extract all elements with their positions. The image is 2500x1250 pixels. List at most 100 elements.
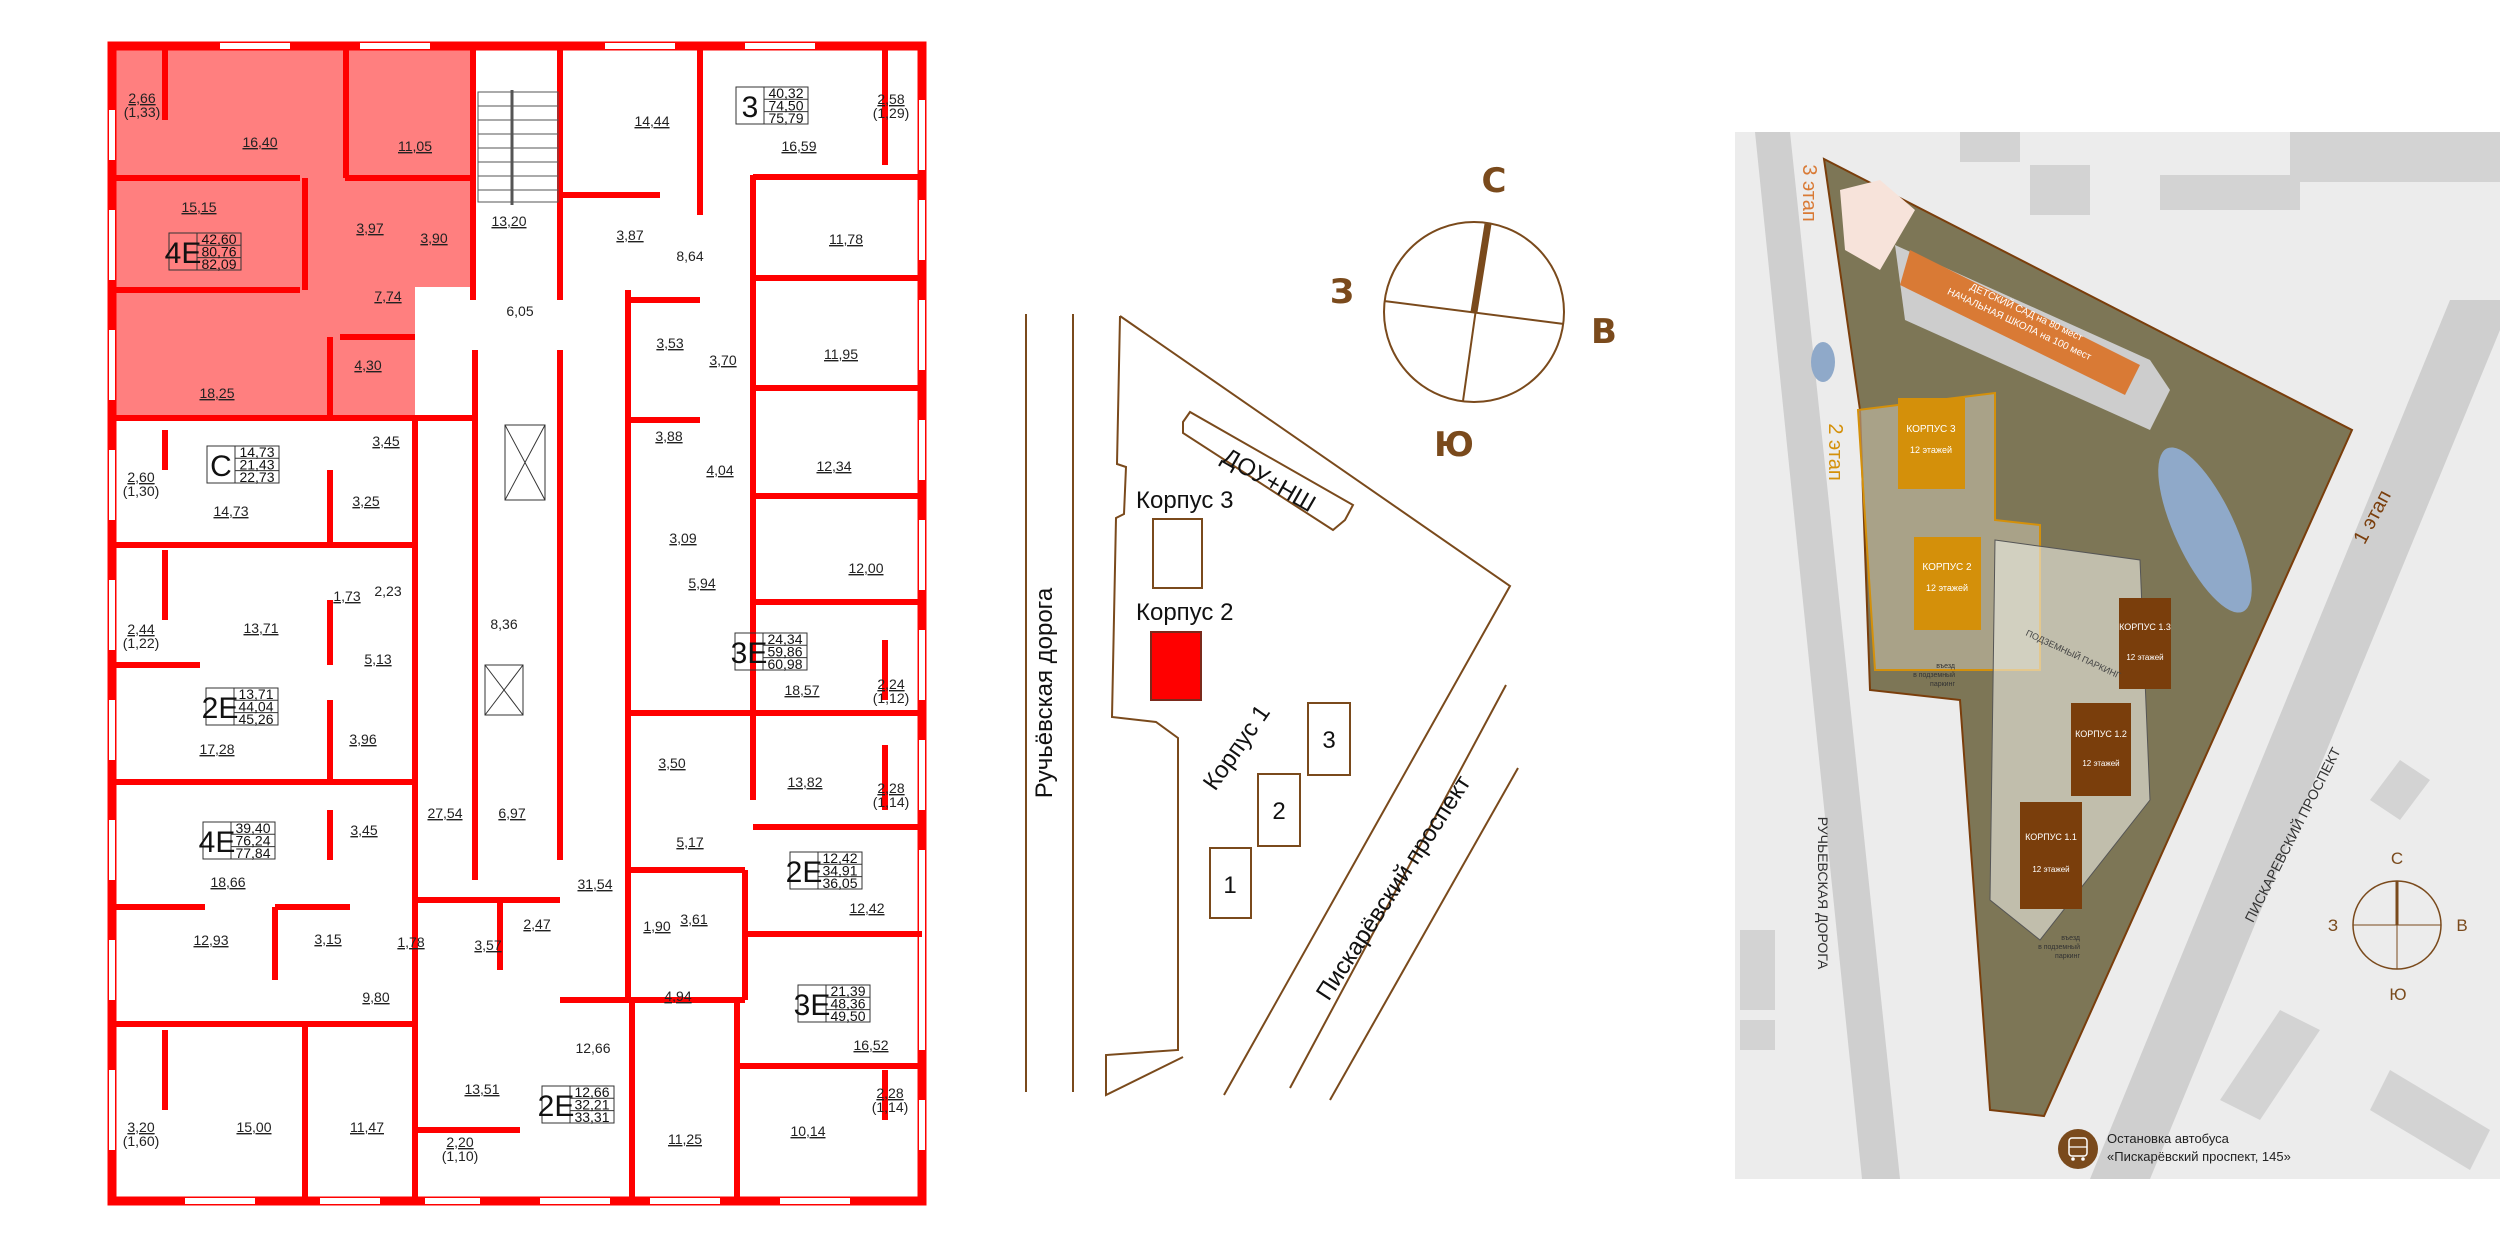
room-area: 17,28 [199,741,234,757]
section-3-outline[interactable] [1307,702,1351,776]
living-area: 40,32 [768,85,803,101]
site-compass: С З В Ю [2328,849,2468,1004]
total-area-with-balcony: 60,98 [767,656,802,672]
total-area: 44,04 [238,699,273,715]
compass-south: Ю [2389,985,2406,1004]
room-area: 3,09 [669,530,696,546]
living-area: 42,60 [201,231,236,247]
road-west-label: Ручьёвская дорога [1031,587,1058,798]
selected-apartment-highlight[interactable] [112,46,473,418]
room-area: 14,73 [213,503,248,519]
room-area: 4,94 [664,988,691,1004]
total-area-with-balcony: 82,09 [201,256,236,272]
room-area: 13,51 [464,1081,499,1097]
balcony-reduced-area: (1,14) [873,794,910,810]
room-area: 3,15 [314,931,341,947]
room-area: 11,47 [350,1119,384,1135]
road-line [1289,684,1507,1089]
surrounding-blocks [1740,132,2500,1170]
total-area: 34,91 [822,863,857,879]
room-area: 3,61 [680,911,707,927]
total-area: 76,24 [235,833,270,849]
section-1-label: 1 [1223,872,1236,899]
compass-north: С [1482,161,1507,201]
section-1-outline[interactable] [1209,847,1252,919]
pond [2158,447,2252,613]
apartment-type: 3Е [731,637,768,670]
svg-text:въезд: въезд [2061,935,2080,942]
stage-3-label: 3 этап [1798,164,1820,221]
balcony-area: 3,20 [127,1119,154,1135]
site-building-k3[interactable]: КОРПУС 312 этажей [1898,398,1965,489]
room-area: 11,25 [668,1131,702,1147]
room-area: 1,78 [397,934,424,950]
room-area: 16,59 [781,138,816,154]
room-area: 14,44 [634,113,669,129]
room-area: 3,25 [352,493,379,509]
building-name: КОРПУС 1.3 [2119,622,2171,632]
building-2-selected[interactable] [1150,631,1202,701]
room-area: 6,97 [498,805,525,821]
room-area: 3,88 [655,428,682,444]
site-building-k1-1[interactable]: КОРПУС 1.112 этажей [2020,802,2082,909]
room-area: 12,66 [575,1040,610,1056]
total-area: 74,50 [768,98,803,114]
living-area: 12,66 [574,1084,609,1100]
svg-text:паркинг: паркинг [1930,681,1955,688]
building-2-label-selected: Корпус 2 [1136,599,1233,626]
kindergarten-building[interactable] [1900,250,2140,395]
room-area: 3,97 [356,220,383,236]
room-area: 3,53 [656,335,683,351]
road-line [1329,767,1519,1101]
building-3-outline[interactable] [1152,518,1203,589]
room-area: 10,14 [790,1123,825,1139]
living-area: 13,71 [238,686,273,702]
total-area-with-balcony: 45,26 [238,711,273,727]
site-building-k1-3[interactable]: КОРПУС 1.312 этажей [2119,598,2171,689]
room-area: 31,54 [577,876,612,892]
balcony-area: 2,20 [446,1134,473,1150]
room-area: 11,95 [824,346,858,362]
building-floors: 12 этажей [2032,865,2069,874]
compass-north: С [2391,849,2403,868]
room-area: 27,54 [427,805,462,821]
balcony-area: 2,60 [127,469,154,485]
apartment-type: 2Е [538,1090,575,1123]
svg-text:паркинг: паркинг [2055,953,2080,960]
room-area: 5,94 [688,575,715,591]
room-area: 18,57 [784,682,819,698]
room-area: 16,52 [853,1037,888,1053]
bus-stop-title: Остановка автобуса [2107,1131,2230,1146]
apartment-type: 2Е [786,856,823,889]
compass-west: З [2328,916,2338,935]
balcony-area: 2,58 [877,91,904,107]
building-name: КОРПУС 3 [1906,424,1956,435]
balcony-area: 2,28 [877,780,904,796]
room-area: 8,64 [676,248,703,264]
room-area: 3,45 [372,433,399,449]
building-floors: 12 этажей [2082,759,2119,768]
room-area: 3,87 [616,227,643,243]
room-area: 12,42 [849,900,884,916]
road-ruchyevskaya [1755,132,1900,1179]
room-area: 18,66 [210,874,245,890]
site-building-k1-2[interactable]: КОРПУС 1.212 этажей [2071,703,2131,796]
room-area: 3,90 [420,230,447,246]
site-building-k2[interactable]: КОРПУС 212 этажей [1914,537,1981,630]
apartment-type: 3 [742,91,759,124]
section-2-outline[interactable] [1257,773,1301,847]
stage-2-label: 2 этап [1824,423,1846,480]
room-area: 11,78 [829,231,863,247]
